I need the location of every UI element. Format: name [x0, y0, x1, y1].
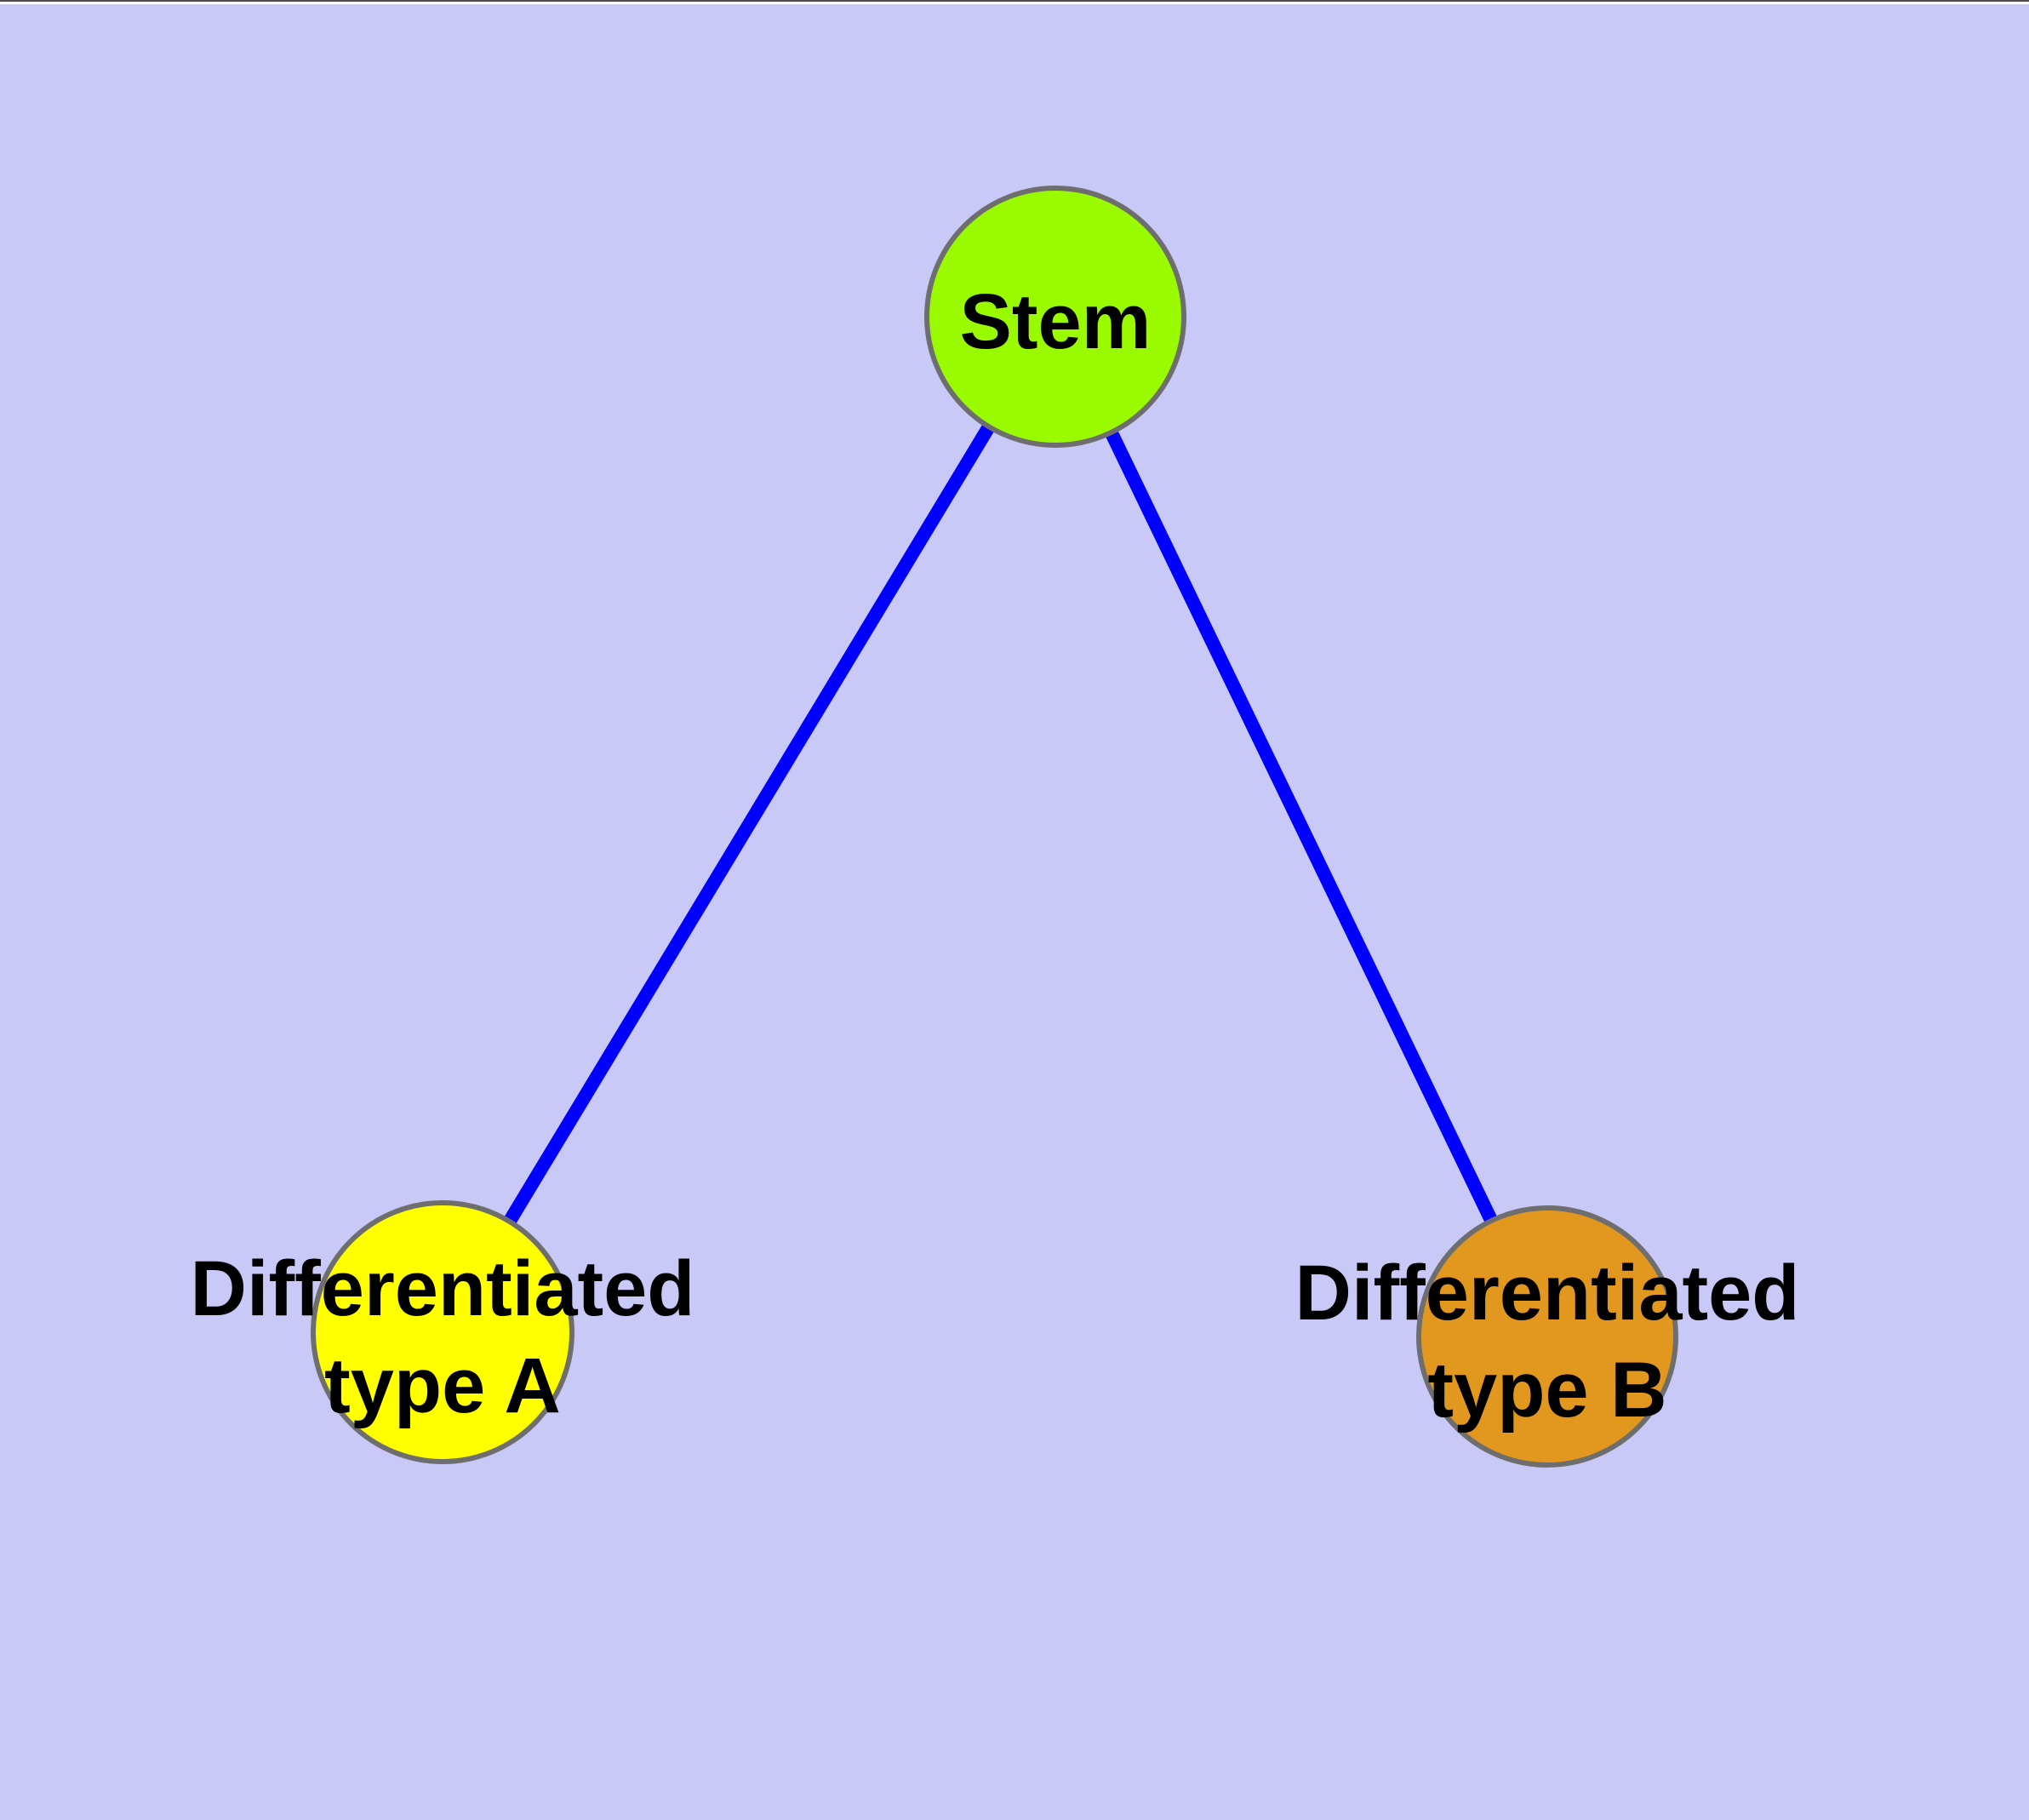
edge-stem-diff-b	[1049, 313, 1554, 1340]
node-circle-diff-a	[311, 1200, 574, 1464]
node-circle-diff-b	[1416, 1205, 1678, 1468]
node-label-line: Differentiated	[191, 1245, 695, 1332]
edge-stem-diff-a	[437, 312, 1061, 1336]
node-label-line: Differentiated	[1295, 1250, 1800, 1336]
node-label-line: type A	[324, 1342, 561, 1429]
node-label-stem: Stem	[960, 278, 1152, 365]
node-label-line: Stem	[960, 278, 1152, 365]
node-label-diff-b: Differentiated type B	[1295, 1250, 1800, 1434]
node-label-diff-a: Differentiated type A	[191, 1245, 695, 1429]
node-circle-stem	[924, 186, 1186, 448]
window-top-edge	[0, 0, 2029, 4]
node-label-line: type B	[1427, 1347, 1666, 1434]
